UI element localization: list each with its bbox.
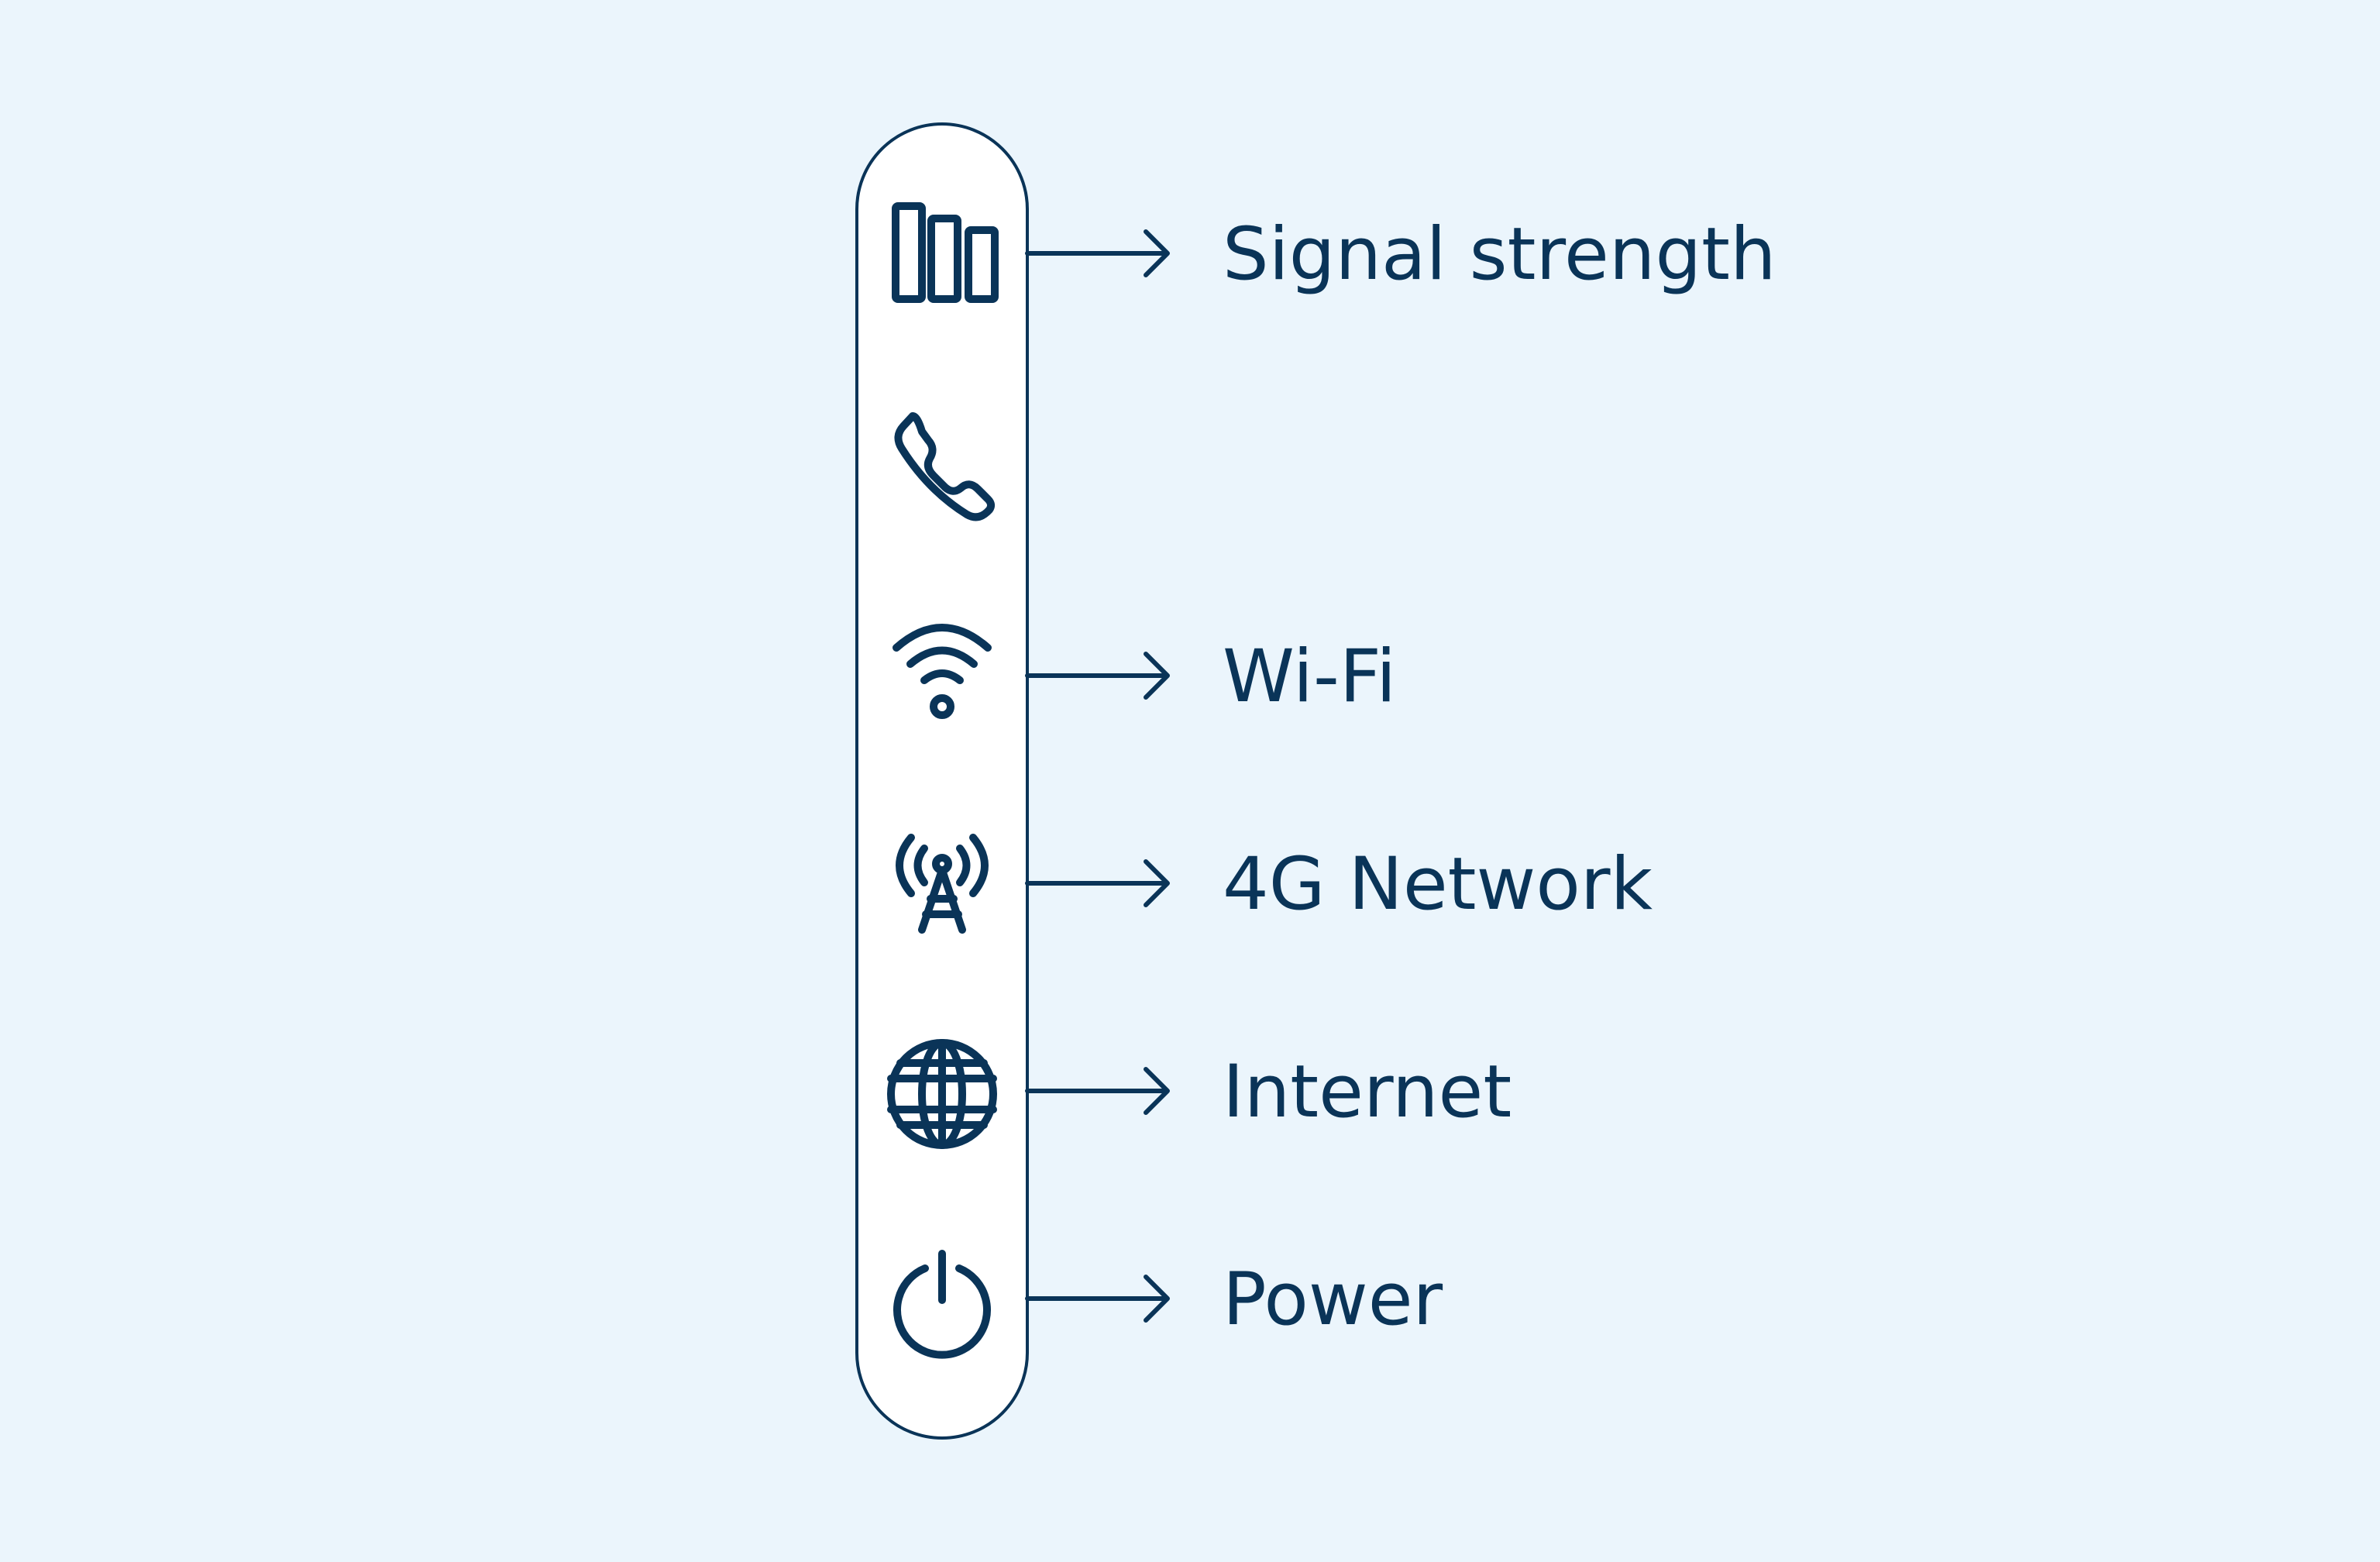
globe-icon: [887, 1039, 997, 1149]
indicator-label-3: 4G Network: [1223, 842, 1653, 927]
wifi-icon: [892, 624, 992, 719]
indicator-label-2: Wi-Fi: [1223, 635, 1396, 719]
arrow-4: [1025, 1067, 1170, 1115]
indicator-label-0: Signal strength: [1223, 212, 1776, 297]
phone-handset-icon: [894, 412, 996, 521]
indicator-arrows: [1025, 229, 1170, 1323]
arrow-2: [1025, 652, 1170, 700]
arrow-3: [1025, 859, 1170, 907]
indicator-label-5: Power: [1223, 1258, 1443, 1342]
power-icon: [893, 1250, 991, 1359]
arrow-0: [1025, 229, 1170, 277]
cell-tower-icon: [896, 834, 989, 934]
indicator-label-4: Internet: [1223, 1050, 1512, 1134]
arrow-5: [1025, 1275, 1170, 1323]
router-front-panel: [855, 122, 1029, 1440]
signal-strength-bars-icon: [892, 202, 999, 303]
indicator-icons: [887, 202, 999, 1359]
